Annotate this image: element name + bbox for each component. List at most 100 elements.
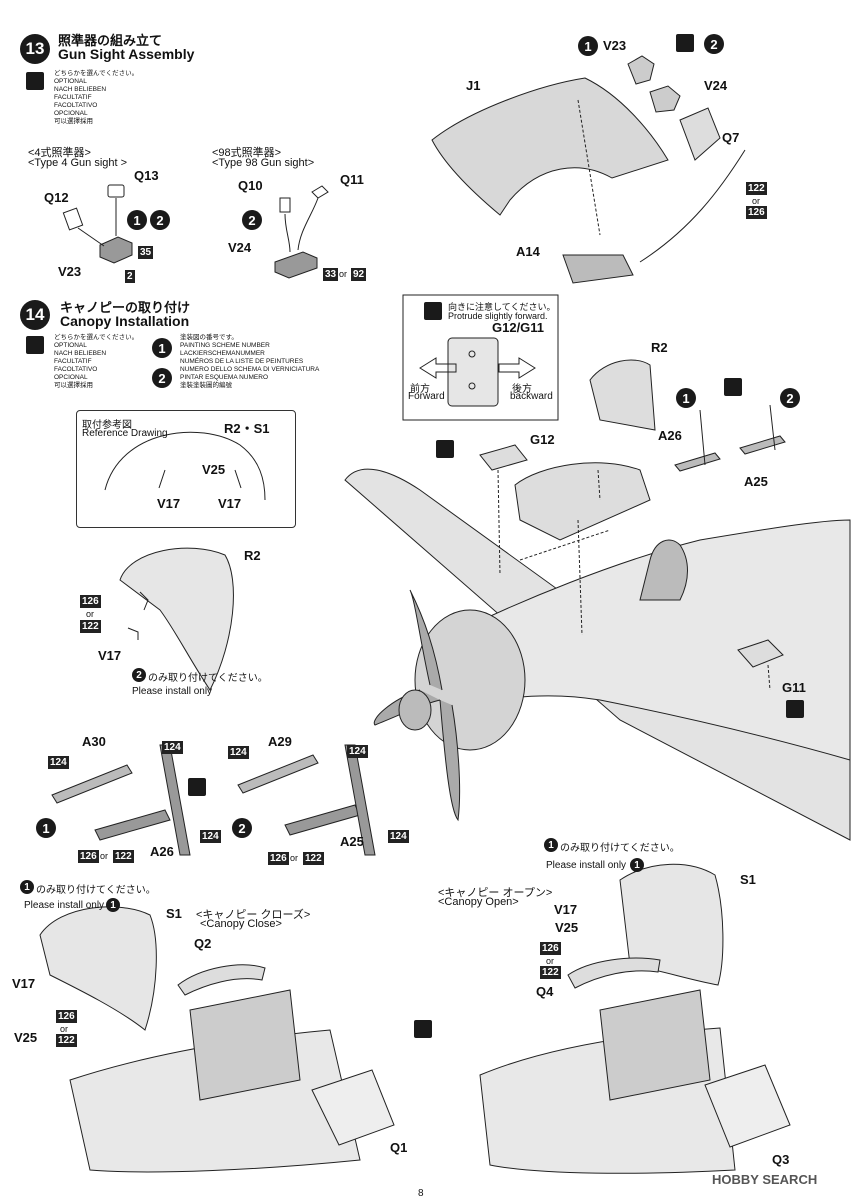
or-text-close: or: [60, 1024, 69, 1034]
optional-arrows-icon-rails: [188, 778, 206, 796]
tag-2: 2: [125, 270, 135, 283]
part-g12-drawing: [479, 444, 528, 471]
part-q3-drawing: [704, 1064, 791, 1148]
label-q1: Q1: [390, 1140, 408, 1155]
canopy-q2-drawing: [177, 964, 266, 996]
tag-124-f: 124: [388, 830, 409, 843]
part-q12-drawing: [62, 207, 84, 231]
tag-124-e: 124: [347, 745, 368, 758]
label-a25-mid: A25: [744, 474, 768, 489]
tag-126-front: 126: [80, 595, 101, 608]
caution-icon: [424, 302, 442, 320]
ref-label-v25: V25: [202, 462, 226, 477]
optional-arrows-icon-mid: [724, 378, 742, 396]
label-r2-mid: R2: [651, 340, 668, 355]
tag-124-d: 124: [228, 746, 249, 759]
optional-arrows-icon-14: [26, 336, 44, 354]
forward-en: Forward: [408, 391, 445, 402]
part-98-sight-drawing: [274, 251, 318, 279]
tag-122-rails-b: 122: [303, 852, 324, 865]
scheme-2-icon-rails: 2: [232, 818, 252, 838]
scheme-2-legend-icon: 2: [152, 368, 172, 388]
ref-title-en: Reference Drawing: [82, 428, 168, 439]
caution-icon-g11: [786, 700, 804, 718]
label-v24-step13: V24: [228, 240, 252, 255]
step-13-number: 13: [20, 34, 50, 64]
tag-122-open: 122: [540, 966, 561, 979]
or-text-open: or: [546, 956, 555, 966]
aircraft-fuselage-drawing: [439, 519, 851, 761]
scheme-1-note-icon-br: 1: [544, 838, 558, 852]
rail-a25-lower-drawing: [284, 804, 361, 836]
canopy-frame-r2-drawing: [589, 359, 656, 431]
rail-a26-drawing: [674, 452, 721, 472]
tag-126-rails-b: 126: [268, 852, 289, 865]
label-q3: Q3: [772, 1152, 790, 1167]
label-v17-close: V17: [12, 976, 36, 991]
part-q10-drawing: [279, 197, 291, 213]
label-a26-mid: A26: [658, 428, 682, 443]
canopy-open-en: <Canopy Open>: [438, 896, 519, 908]
scheme-2-icon-mid: 2: [780, 388, 800, 408]
label-v24-top: V24: [704, 78, 728, 93]
tag-126-open: 126: [540, 942, 561, 955]
or-text-rails-b: or: [290, 853, 299, 863]
label-v25-close: V25: [14, 1030, 38, 1045]
part-q13-drawing: [107, 184, 125, 198]
scheme-1-note-icon-b: 1: [106, 898, 120, 912]
cockpit-close-drawing: [189, 989, 301, 1101]
br-note-en: Please install only: [546, 860, 627, 871]
scheme-1-note-icon-br-b: 1: [630, 858, 644, 872]
rail-a29-drawing: [237, 754, 319, 794]
backward-jp: 後方: [512, 384, 532, 395]
optional-arrows-icon-bottom: [414, 1020, 432, 1038]
label-j1: J1: [466, 78, 481, 93]
type98-label-en: <Type 98 Gun sight>: [212, 157, 315, 169]
canopy-middle-drawing: [514, 462, 651, 541]
step-14-optional-text: どちらかを選んでください。 OPTIONAL NACH BELIEBEN FAC…: [54, 334, 139, 389]
or-text-front: or: [86, 609, 95, 619]
step-14-title-jp: キャノピーの取り付け: [60, 300, 191, 315]
ref-label-v17-left: V17: [157, 496, 181, 511]
label-a26-rails: A26: [150, 844, 174, 859]
canopy-s1-close-drawing: [39, 906, 157, 1031]
tag-122-top: 122: [746, 182, 767, 195]
part-gunsight-drawing: [99, 236, 133, 264]
label-g12-mid: G12: [530, 432, 555, 447]
tag-126-rails: 126: [78, 850, 99, 863]
part-g11-drawing: [737, 639, 784, 668]
tag-126-top: 126: [746, 206, 767, 219]
label-v17-front: V17: [98, 648, 122, 663]
or-text-top: or: [752, 196, 761, 206]
label-g12g11: G12/G11: [492, 320, 545, 335]
type98-label-jp: <98式照準器>: [212, 147, 282, 159]
step-14-title-en: Canopy Installation: [60, 313, 190, 329]
tag-122-close: 122: [56, 1034, 77, 1047]
part-v24-drawing: [649, 85, 681, 113]
label-s1-close: S1: [166, 906, 182, 921]
part-q11-drawing: [311, 185, 329, 199]
tag-124-b: 124: [48, 756, 69, 769]
ref-label-r2s1: R2・S1: [224, 421, 270, 436]
label-q7: Q7: [722, 130, 740, 145]
wing-panel-j1-drawing: [431, 77, 669, 216]
label-q4: Q4: [536, 984, 554, 999]
scheme-2-note-icon: 2: [132, 668, 146, 682]
part-a14-drawing: [562, 254, 634, 284]
protrude-en: Protrude slightly forward.: [448, 311, 548, 321]
label-a30: A30: [82, 734, 106, 749]
bl-note-en: Please install only: [24, 900, 105, 911]
tag-122-rails: 122: [113, 850, 134, 863]
label-q2: Q2: [194, 936, 212, 951]
rail-a30-drawing: [51, 764, 133, 804]
label-q12: Q12: [44, 190, 69, 205]
type4-label-en: <Type 4 Gun sight >: [28, 157, 128, 169]
part-v23-drawing: [627, 55, 655, 85]
ref-label-v17-right: V17: [218, 496, 242, 511]
scheme-1-icon: 1: [127, 210, 147, 230]
rail-124-drawing: [159, 744, 191, 856]
step-14-number: 14: [20, 300, 50, 330]
tag-35: 35: [138, 246, 154, 259]
tag-126-close: 126: [56, 1010, 77, 1023]
label-v17-open: V17: [554, 902, 578, 917]
